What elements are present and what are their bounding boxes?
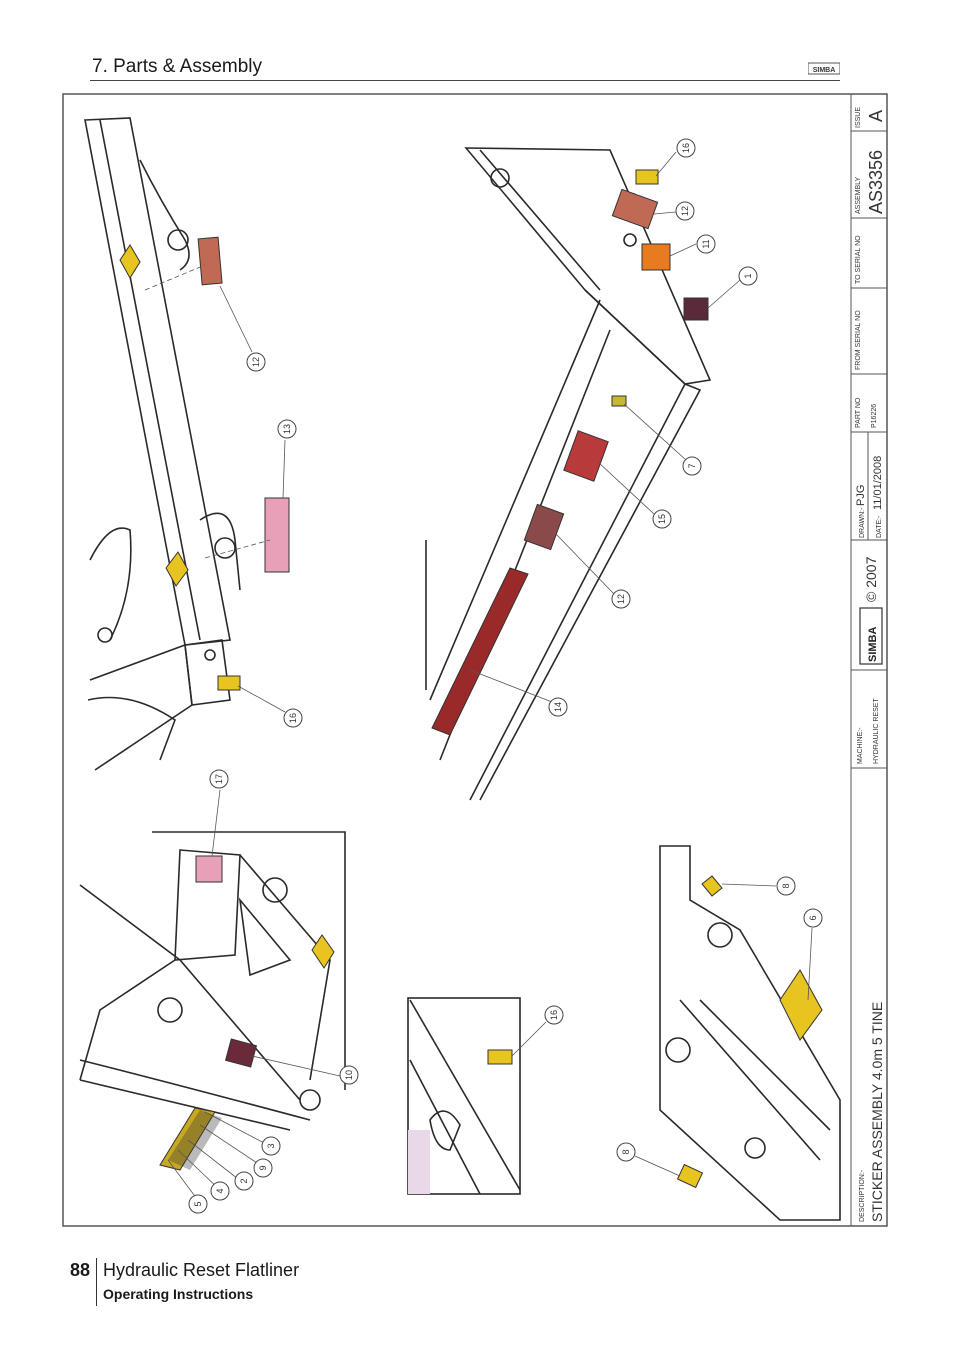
callout-6: 6 [808,915,818,920]
callout-16-c: 16 [549,1010,559,1020]
decal-17 [195,855,223,883]
section-title: 7. Parts & Assembly [92,56,263,77]
callout-3: 3 [266,1143,276,1148]
callout-4: 4 [215,1188,225,1193]
decal-12-c [523,503,565,551]
issue-value: A [866,110,886,122]
warning-decal-panel-a-1 [119,244,141,279]
date-label: DATE:- [876,515,883,538]
manual-subtitle: Operating Instructions [103,1286,254,1302]
decal-12-b [611,188,659,230]
title-block-logo-text: SIMBA [867,627,879,663]
description-label: DESCRIPTION:- [859,1169,866,1222]
warning-decal-panel-c [311,934,335,969]
decal-7 [611,395,627,407]
from-serial-label: FROM SERIAL NO [855,310,862,370]
copyright: © 2007 [863,556,879,602]
leg-face-shading [408,1130,430,1194]
ram-view-bottom-right [659,845,841,1221]
assembly-value: AS3356 [866,150,886,214]
decal-14 [431,567,529,736]
callout-12-c: 12 [616,594,626,604]
leg-view-bottom-middle [407,997,521,1195]
simba-logo-text: SIMBA [813,67,836,74]
manual-title: Hydraulic Reset Flatliner [103,1260,300,1280]
decal-13 [264,497,290,573]
callout-16-a: 16 [288,713,298,723]
page-number: 88 [70,1260,91,1280]
drawn-value: PJG [855,485,867,506]
to-serial-label: TO SERIAL NO [855,235,862,284]
callout-8-a: 8 [781,883,791,888]
warning-decal-9 [779,969,823,1041]
drawing-border [62,93,888,1227]
assembly-label: ASSEMBLY [855,176,862,214]
header-rule [90,80,840,81]
decal-16-a [217,675,241,691]
part-no-value: P16226 [871,404,878,428]
callout-10: 10 [344,1070,354,1080]
callout-12-a: 12 [251,357,261,367]
callout-2: 2 [239,1178,249,1183]
hitch-view-bottom-left [79,831,346,1131]
simba-logo: SIMBA [808,62,840,75]
date-value: 11/01/2008 [872,456,884,510]
warning-decal-8-b [676,1163,704,1189]
callout-13: 13 [282,424,292,434]
callout-17: 17 [214,774,224,784]
decal-12-a [197,236,223,286]
callout-16-b: 16 [681,143,691,153]
description-value: STICKER ASSEMBLY 4.0m 5 TINE [869,1002,885,1222]
warning-decal-8-a [701,875,723,897]
callout-9: 9 [258,1165,268,1170]
decal-11 [641,243,671,271]
machine-value: HYDRAULIC RESET [873,698,880,764]
callout-1: 1 [743,273,753,278]
issue-label: ISSUE [855,107,862,128]
decal-16-b [635,169,659,185]
decal-16-c [487,1049,513,1065]
warning-decal-panel-a-2 [165,551,189,587]
title-block-logo: SIMBA [859,607,883,665]
part-no-label: PART NO [855,397,862,428]
callout-15: 15 [657,514,667,524]
callout-8-b: 8 [621,1149,631,1154]
callout-5: 5 [193,1201,203,1206]
frame-view-top-left [84,117,241,771]
machine-label: MACHINE:- [857,727,864,764]
callout-11: 11 [701,239,711,248]
warning-decal-strip [159,1107,222,1171]
drawn-label: DRAWN:- [859,507,866,538]
decal-15 [563,430,609,482]
footer-divider [96,1258,97,1306]
callout-12-b: 12 [680,206,690,216]
callout-7: 7 [687,463,697,468]
decal-1 [683,297,709,321]
callout-14: 14 [553,702,563,712]
title-block [850,94,887,1226]
